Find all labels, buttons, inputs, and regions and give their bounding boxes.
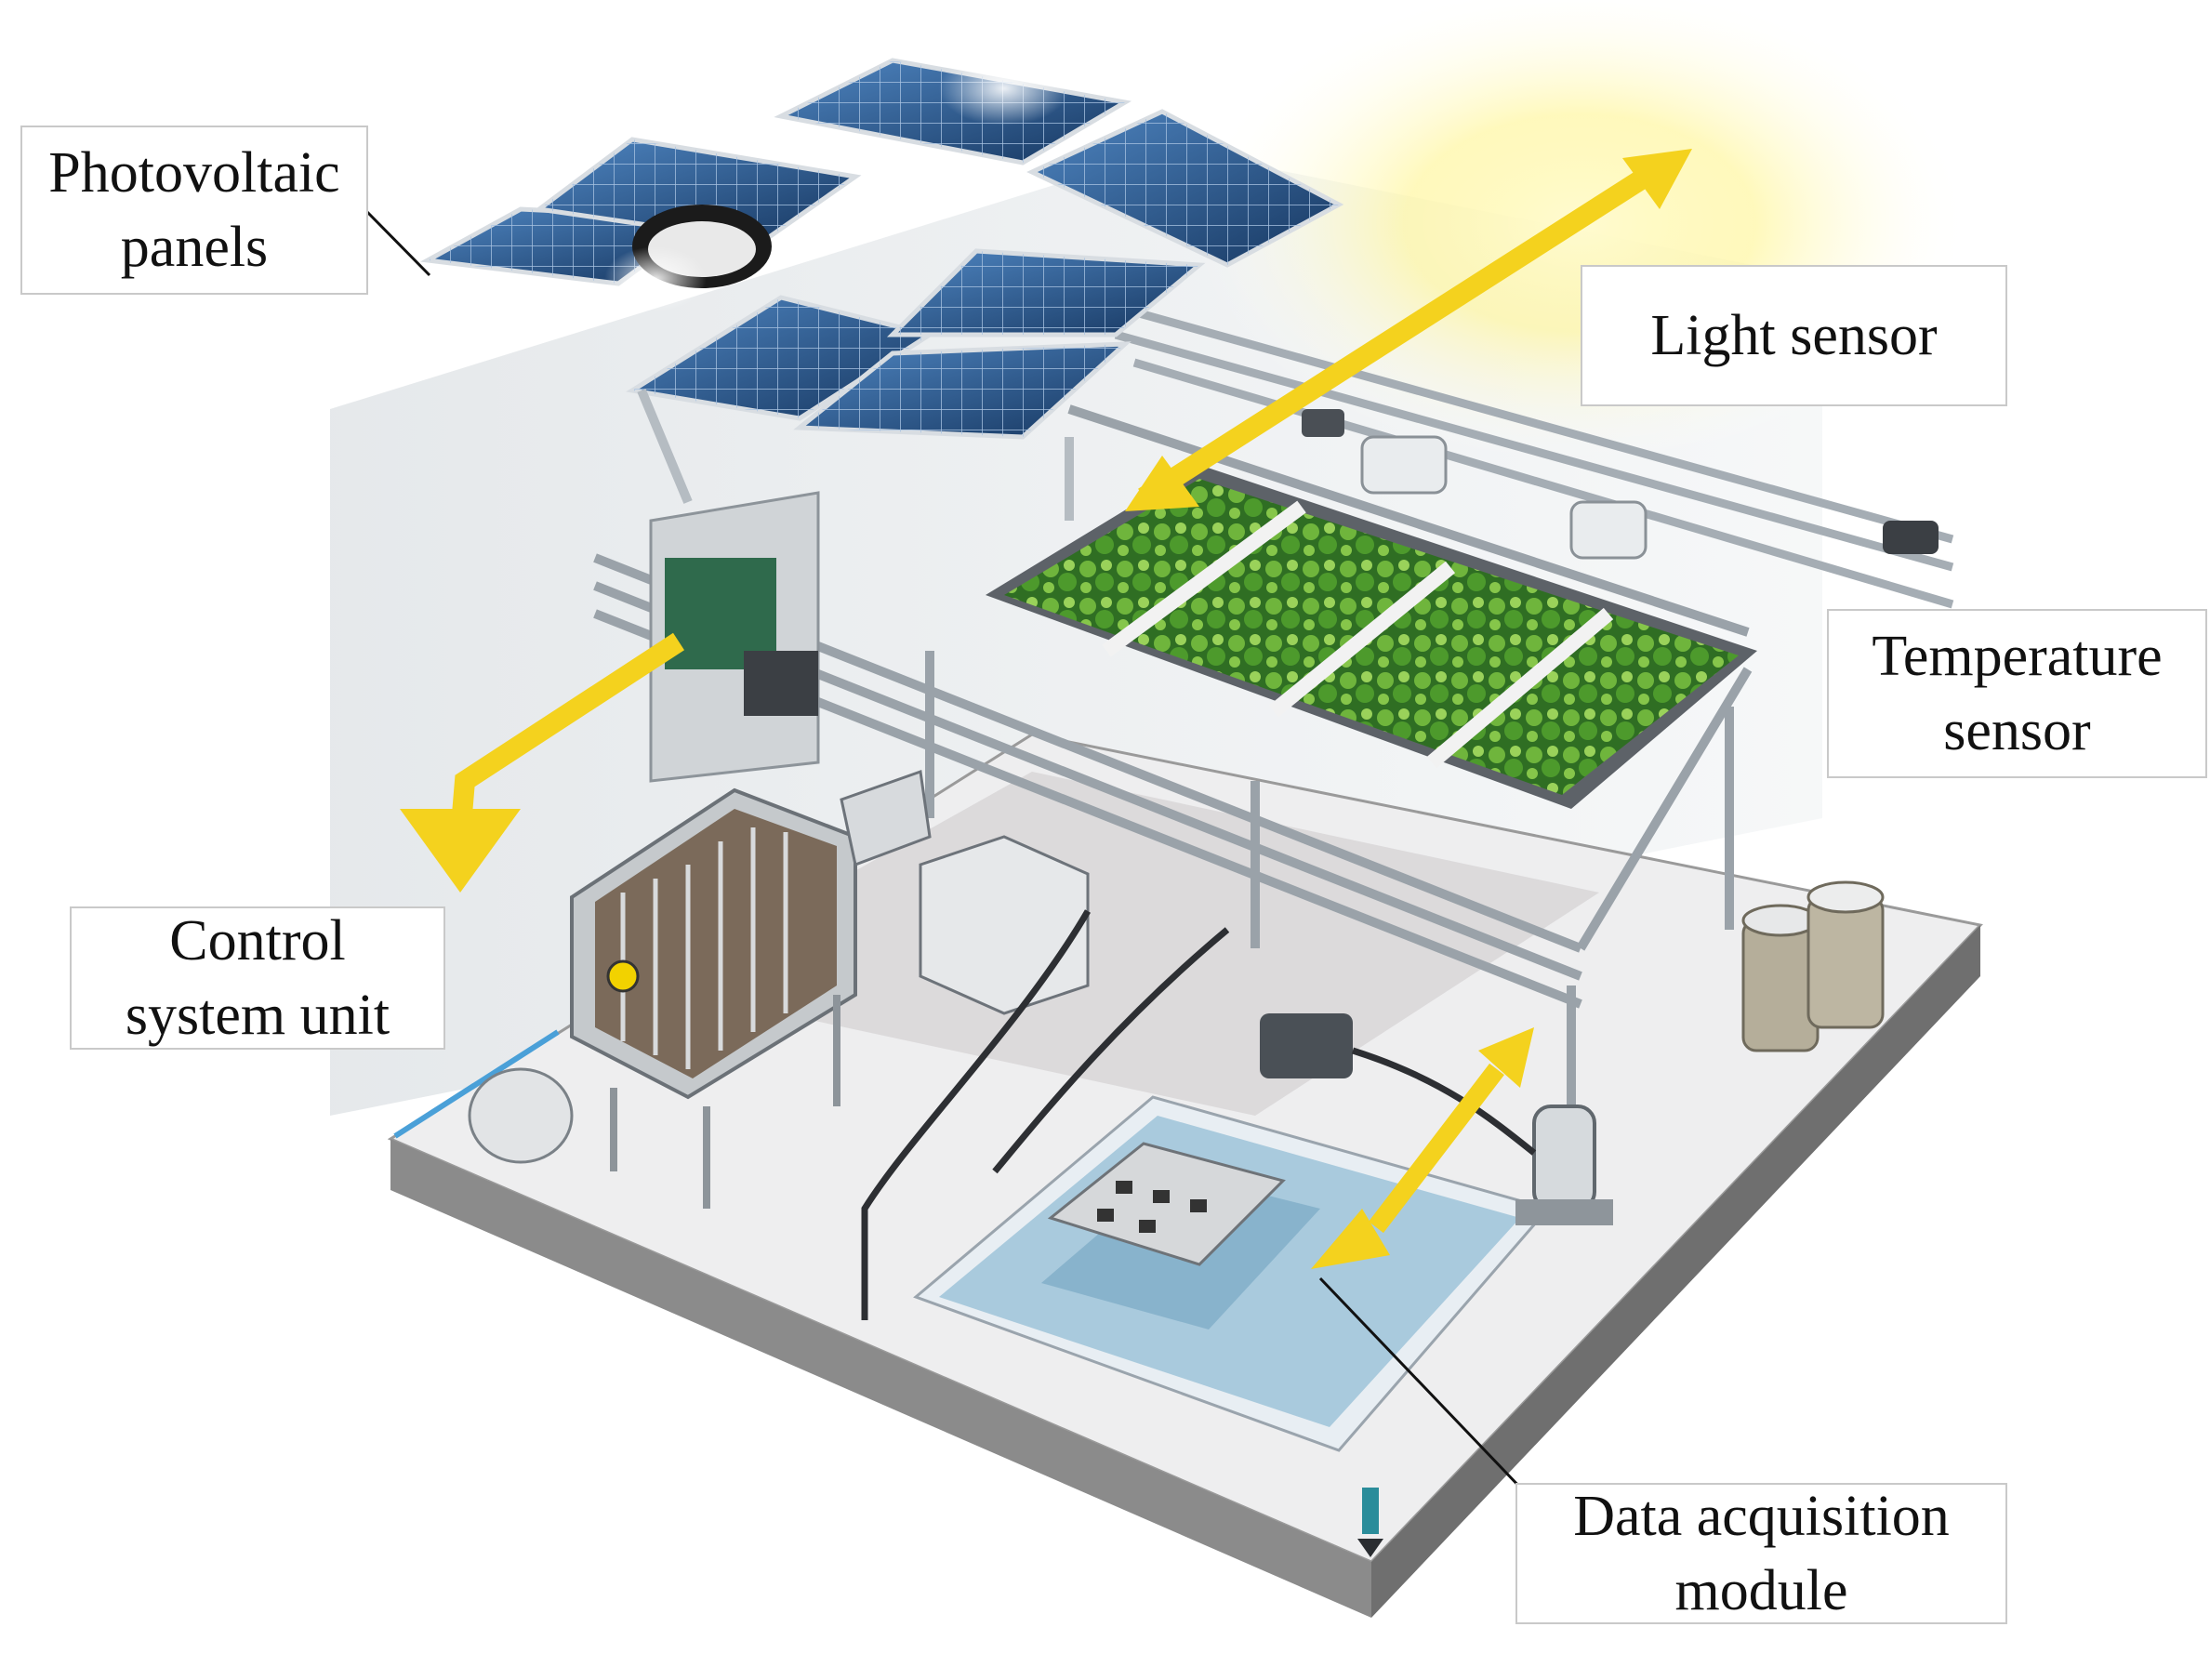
arrow: [1125, 149, 1692, 511]
arrow: [400, 632, 685, 893]
solar-panel-array: [420, 51, 1344, 521]
plant-bed: [986, 465, 1757, 809]
leader-lines: [365, 210, 1527, 1494]
pump: [1260, 1013, 1613, 1225]
data-acquisition-board: [1047, 1142, 1286, 1266]
logo-mark: [1357, 1488, 1383, 1557]
solar-panel-icon: [1026, 109, 1344, 268]
label-photovoltaic-line2: panels: [120, 216, 269, 279]
label-data-acquisition-module: Data acquisition module: [1515, 1483, 2007, 1624]
solar-panel-icon: [533, 137, 862, 245]
water-tank: [1741, 880, 1885, 1052]
label-temperature-sensor: Temperature sensor: [1827, 609, 2207, 778]
label-control-line1: Control: [169, 909, 346, 972]
label-temperature-line1: Temperature: [1872, 625, 2163, 688]
label-temperature-line2: sensor: [1943, 699, 2091, 762]
solar-panel-icon: [793, 341, 1131, 440]
cooling-unit: [468, 787, 857, 1209]
solar-panel-icon: [886, 248, 1206, 337]
label-photovoltaic-line1: Photovoltaic: [48, 141, 340, 205]
arrow: [1311, 1027, 1534, 1269]
temperature-sensor-units: [1302, 409, 1939, 560]
label-control-system-unit: Control system unit: [70, 906, 445, 1050]
label-data-acquisition-line2: module: [1674, 1559, 1848, 1622]
electronics-rack: [649, 491, 820, 783]
label-photovoltaic-panels: Photovoltaic panels: [20, 126, 368, 295]
solar-panel-icon: [774, 58, 1132, 165]
sensor-rail: [1114, 302, 1954, 609]
control-cabinet: [840, 769, 1090, 1015]
water-pool: [913, 1095, 1551, 1452]
label-control-line2: system unit: [125, 984, 390, 1047]
label-light-sensor-line1: Light sensor: [1650, 304, 1938, 367]
label-data-acquisition-line1: Data acquisition: [1573, 1485, 1950, 1548]
label-light-sensor: Light sensor: [1581, 265, 2007, 406]
cables: [861, 909, 1537, 1320]
